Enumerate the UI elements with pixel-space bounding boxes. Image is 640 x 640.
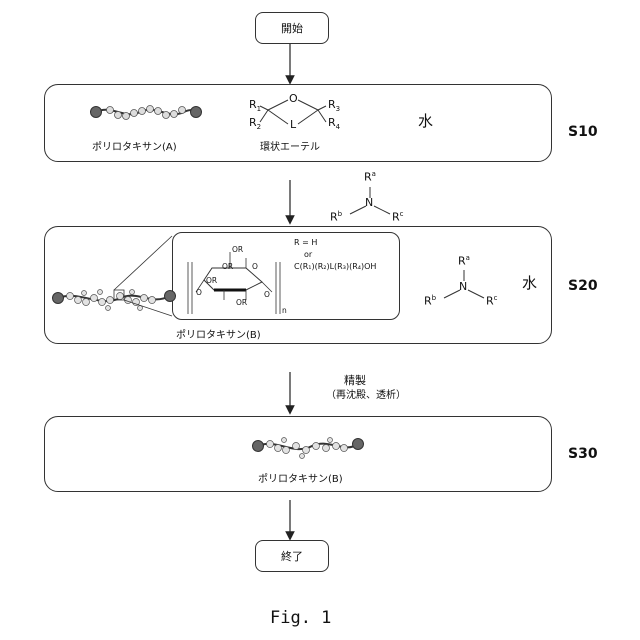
end-terminal: 終了 <box>255 540 329 572</box>
end-label: 終了 <box>281 548 303 564</box>
figure-caption: Fig. 1 <box>270 608 331 628</box>
polyrotaxane-b-s30-label: ポリロタキサン(B) <box>258 470 343 485</box>
